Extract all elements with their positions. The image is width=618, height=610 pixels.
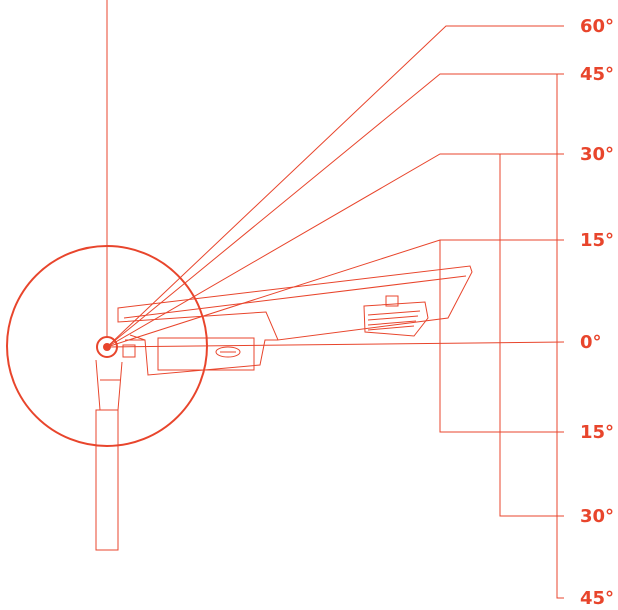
solar-light-fixture [117, 265, 473, 376]
label-upper-30: 30° [580, 144, 614, 165]
angle-brackets [439, 74, 564, 599]
label-lower-30: 30° [580, 506, 614, 527]
label-upper-15: 15° [580, 230, 614, 251]
label-lower-15: 15° [580, 422, 614, 443]
label-upper-60: 60° [580, 16, 614, 37]
sensor-module [363, 295, 429, 337]
angle-labels: 60° 45° 30° 15° 0° 15° 30° 45° [580, 16, 614, 609]
angle-rays [106, 25, 565, 348]
label-zero: 0° [580, 332, 602, 353]
label-lower-45: 45° [580, 588, 614, 609]
label-upper-45: 45° [580, 64, 614, 85]
pole [95, 0, 123, 551]
